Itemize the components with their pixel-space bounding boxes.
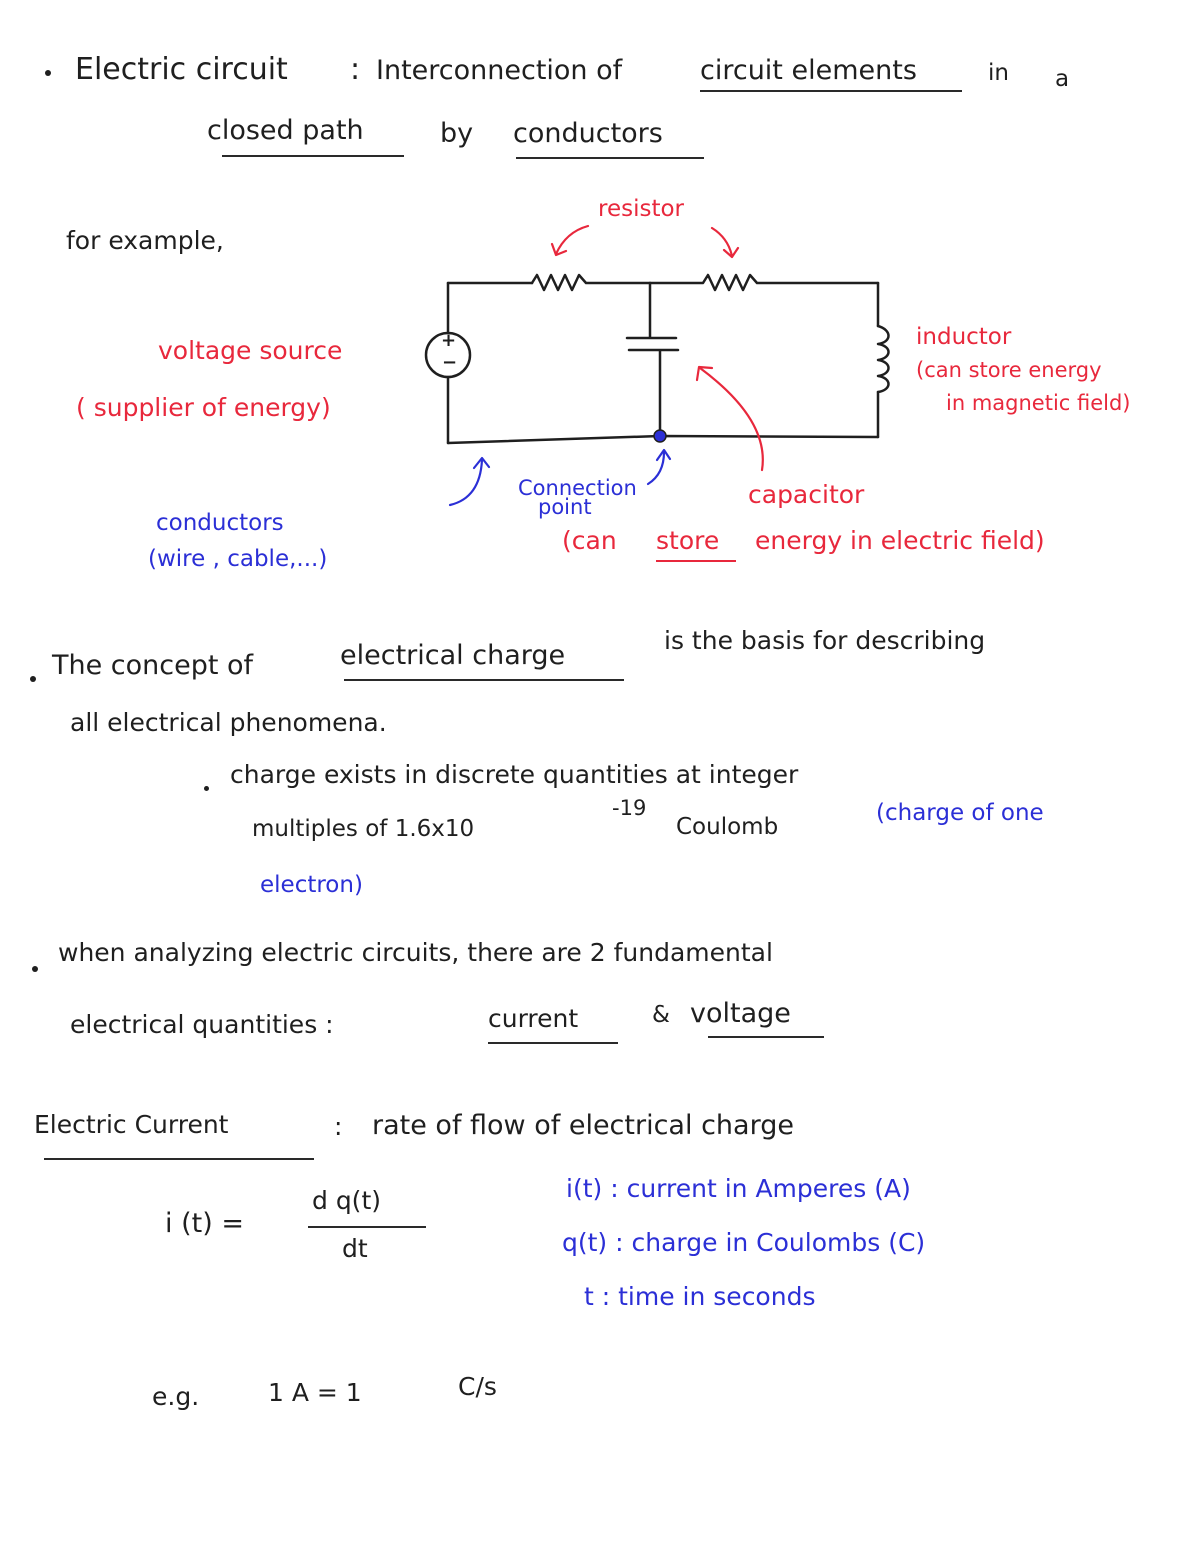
arrow-resistor-1	[554, 224, 590, 256]
legend-current: i(t) : current in Amperes (A)	[566, 1174, 911, 1203]
arrow-connection	[646, 450, 666, 486]
resistor-label: resistor	[598, 196, 685, 222]
arrow-conductors	[448, 458, 484, 507]
underline-electrical-charge	[344, 679, 624, 681]
bullet-2a	[204, 786, 209, 791]
voltage-source-symbol	[424, 331, 472, 379]
bullet-3	[32, 966, 38, 972]
capacitor-desc-store: store	[656, 526, 720, 555]
connection-point-label-1: Connection	[518, 476, 637, 500]
charge-exists-line: charge exists in discrete quantities at …	[230, 760, 799, 789]
underline-conductors	[516, 157, 704, 159]
capacitor-desc-open: (can	[562, 526, 617, 555]
inductor-desc-2: in magnetic field)	[946, 391, 1131, 415]
voltage-source-desc: ( supplier of energy)	[76, 393, 331, 422]
word-in: in	[988, 60, 1009, 86]
multiples-line: multiples of 1.6x10	[252, 816, 475, 842]
ampersand: &	[652, 1002, 670, 1028]
definition-part1: Interconnection of	[376, 55, 623, 86]
source-plus-sign: +	[441, 330, 457, 351]
formula-denominator: dt	[342, 1234, 368, 1263]
underline-current	[488, 1042, 618, 1044]
legend-time: t : time in seconds	[584, 1282, 816, 1311]
conductors-desc: (wire , cable,...)	[148, 546, 328, 572]
word-a: a	[1055, 66, 1070, 92]
legend-charge: q(t) : charge in Coulombs (C)	[562, 1228, 926, 1257]
underline-voltage	[708, 1036, 824, 1038]
concept-line-1a: The concept of	[52, 650, 254, 681]
charge-of-one: (charge of one	[876, 800, 1044, 826]
electric-current-term: Electric Current	[34, 1110, 229, 1139]
example-equation: 1 A = 1	[268, 1378, 362, 1407]
inductor-desc-1: (can store energy	[916, 358, 1102, 382]
arrow-capacitor	[698, 366, 764, 472]
exponent: -19	[612, 796, 647, 820]
underline-store	[656, 560, 736, 562]
colon-4: :	[334, 1112, 343, 1141]
analyzing-line-2: electrical quantities :	[70, 1010, 334, 1039]
electrical-charge: electrical charge	[340, 640, 566, 671]
voltage-source-label: voltage source	[158, 336, 343, 365]
formula-numerator: d q(t)	[312, 1186, 381, 1215]
closed-path: closed path	[207, 115, 364, 146]
formula-lhs: i (t) =	[165, 1208, 244, 1239]
formula-fraction-bar	[308, 1226, 426, 1228]
example-unit: C/s	[458, 1372, 497, 1401]
capacitor-label: capacitor	[748, 480, 865, 509]
colon-1: :	[350, 52, 361, 87]
conductors-word: conductors	[513, 118, 663, 149]
bullet-2	[30, 676, 36, 682]
circuit-elements: circuit elements	[700, 55, 917, 86]
inductor-label: inductor	[916, 324, 1012, 350]
electric-circuit-term: Electric circuit	[75, 52, 288, 87]
arrow-resistor-2	[710, 226, 734, 258]
capacitor-desc-rest: energy in electric field)	[755, 526, 1045, 555]
current-word: current	[488, 1004, 579, 1033]
example-label: e.g.	[152, 1382, 200, 1411]
voltage-word: voltage	[690, 998, 791, 1029]
circuit-diagram	[424, 224, 890, 507]
coulomb-word: Coulomb	[676, 814, 779, 840]
resistor-2	[648, 273, 880, 292]
connection-point-label-2: point	[538, 495, 592, 519]
concept-line-1b: is the basis for describing	[664, 626, 986, 655]
analyzing-line-1: when analyzing electric circuits, there …	[58, 938, 773, 967]
conductors-label: conductors	[156, 510, 284, 536]
bullet-1	[45, 70, 51, 76]
connection-dot	[653, 429, 667, 443]
source-minus-sign: −	[442, 352, 458, 373]
inductor-coil	[876, 324, 890, 394]
underline-circuit-elements	[700, 90, 962, 92]
current-definition: rate of flow of electrical charge	[372, 1110, 794, 1141]
underline-closed-path	[222, 155, 404, 157]
underline-electric-current	[44, 1158, 314, 1160]
resistor-1	[530, 273, 652, 292]
for-example: for example,	[66, 226, 224, 255]
word-by: by	[440, 118, 474, 149]
concept-line-2: all electrical phenomena.	[70, 708, 387, 737]
electron-word: electron)	[260, 872, 363, 898]
